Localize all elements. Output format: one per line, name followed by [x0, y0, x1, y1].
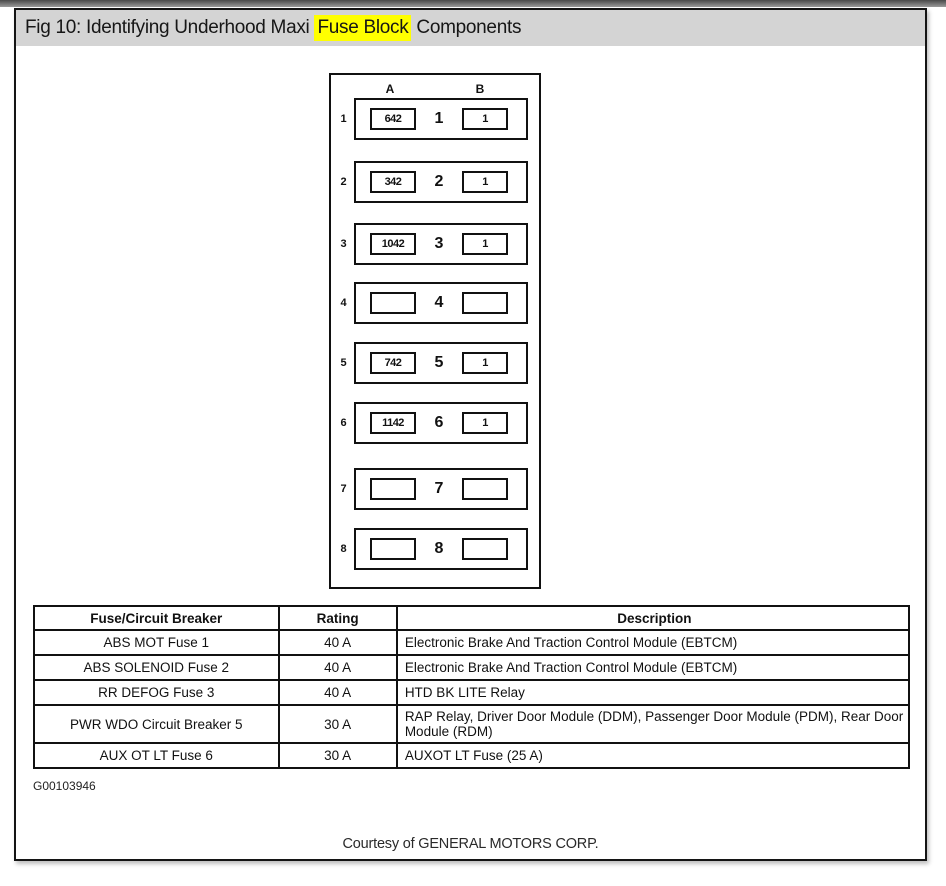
- row-number: 8: [340, 543, 347, 555]
- fuse-rating: 30 A: [277, 704, 398, 744]
- fuse-row-2: 2 342 2 1: [336, 161, 532, 203]
- fuse-slot-a: 642: [370, 108, 416, 130]
- row-number: 4: [340, 297, 347, 309]
- table-header-row: Fuse/Circuit Breaker Rating Description: [33, 605, 911, 631]
- fuse-row-outline: 7: [354, 468, 528, 510]
- fuse-description: Electronic Brake And Traction Control Mo…: [395, 654, 911, 681]
- fuse-rating: 40 A: [277, 679, 398, 706]
- fuse-rating: 40 A: [277, 654, 398, 681]
- fuse-slot-a: [370, 538, 416, 560]
- fuse-row-outline: 4: [354, 282, 528, 324]
- header-description: Description: [395, 605, 911, 631]
- fuse-position-number: 6: [434, 414, 444, 431]
- fuse-slot-a: 742: [370, 352, 416, 374]
- fuse-row-outline: 8: [354, 528, 528, 570]
- fuse-position-number: 5: [434, 354, 444, 371]
- figure-title-bar: Fig 10: Identifying Underhood Maxi Fuse …: [16, 10, 925, 46]
- fuse-row-outline: 742 5 1: [354, 342, 528, 384]
- fuse-name: AUX OT LT Fuse 6: [33, 742, 280, 769]
- row-number: 2: [340, 176, 347, 188]
- figure-title-suffix: Components: [411, 17, 522, 38]
- fuse-slot-b: [462, 292, 508, 314]
- fuse-row-outline: 342 2 1: [354, 161, 528, 203]
- fuse-slot-b: 1: [462, 352, 508, 374]
- column-label-b: B: [475, 82, 485, 96]
- header-rating: Rating: [277, 605, 398, 631]
- fuse-position-number: 7: [434, 480, 444, 497]
- table-row: AUX OT LT Fuse 6 30 A AUXOT LT Fuse (25 …: [33, 742, 911, 769]
- fuse-name: ABS SOLENOID Fuse 2: [33, 654, 280, 681]
- row-number: 3: [340, 238, 347, 250]
- table-row: PWR WDO Circuit Breaker 5 30 A RAP Relay…: [33, 704, 911, 744]
- fuse-position-number: 4: [434, 294, 444, 311]
- table-row: RR DEFOG Fuse 3 40 A HTD BK LITE Relay: [33, 679, 911, 706]
- fuse-slot-b: [462, 478, 508, 500]
- fuse-block-diagram: A B 1 642 1 1 2 342 2 1 3 1042 3 1: [329, 73, 541, 589]
- fuse-position-number: 8: [434, 540, 444, 557]
- fuse-slot-a: [370, 478, 416, 500]
- fuse-row-7: 7 7: [336, 468, 532, 510]
- fuse-row-4: 4 4: [336, 282, 532, 324]
- table-row: ABS SOLENOID Fuse 2 40 A Electronic Brak…: [33, 654, 911, 681]
- row-number: 6: [340, 417, 347, 429]
- fuse-row-6: 6 1142 6 1: [336, 402, 532, 444]
- table-row: ABS MOT Fuse 1 40 A Electronic Brake And…: [33, 629, 911, 656]
- fuse-row-outline: 1042 3 1: [354, 223, 528, 265]
- fuse-row-1: 1 642 1 1: [336, 98, 532, 140]
- fuse-description: AUXOT LT Fuse (25 A): [395, 742, 911, 769]
- fuse-slot-a: [370, 292, 416, 314]
- fuse-row-outline: 642 1 1: [354, 98, 528, 140]
- fuse-row-3: 3 1042 3 1: [336, 223, 532, 265]
- fuse-rating: 30 A: [277, 742, 398, 769]
- fuse-position-number: 1: [434, 110, 444, 127]
- fuse-description: Electronic Brake And Traction Control Mo…: [395, 629, 911, 656]
- fuse-row-outline: 1142 6 1: [354, 402, 528, 444]
- fuse-row-8: 8 8: [336, 528, 532, 570]
- courtesy-credit: Courtesy of GENERAL MOTORS CORP.: [342, 836, 599, 852]
- fuse-name: RR DEFOG Fuse 3: [33, 679, 280, 706]
- fuse-slot-b: 1: [462, 233, 508, 255]
- row-number: 1: [340, 113, 347, 125]
- fuse-position-number: 2: [434, 173, 444, 190]
- row-number: 7: [340, 483, 347, 495]
- fuse-slot-b: 1: [462, 171, 508, 193]
- fuse-description-table: Fuse/Circuit Breaker Rating Description …: [33, 605, 911, 769]
- fuse-name: ABS MOT Fuse 1: [33, 629, 280, 656]
- column-label-a: A: [385, 82, 395, 96]
- fuse-rating: 40 A: [277, 629, 398, 656]
- row-number: 5: [340, 357, 347, 369]
- figure-frame: Fig 10: Identifying Underhood Maxi Fuse …: [14, 8, 927, 861]
- fuse-slot-a: 1042: [370, 233, 416, 255]
- search-highlight: Fuse Block: [314, 15, 412, 41]
- fuse-slot-a: 1142: [370, 412, 416, 434]
- window-edge-strip: [0, 0, 946, 7]
- figure-id-label: G00103946: [33, 779, 96, 793]
- fuse-slot-b: 1: [462, 108, 508, 130]
- fuse-slot-b: [462, 538, 508, 560]
- fuse-row-5: 5 742 5 1: [336, 342, 532, 384]
- figure-title-prefix: Fig 10: Identifying Underhood Maxi: [25, 17, 315, 38]
- fuse-description: HTD BK LITE Relay: [395, 679, 911, 706]
- fuse-slot-a: 342: [370, 171, 416, 193]
- fuse-description: RAP Relay, Driver Door Module (DDM), Pas…: [395, 704, 911, 744]
- fuse-slot-b: 1: [462, 412, 508, 434]
- fuse-position-number: 3: [434, 235, 444, 252]
- fuse-name: PWR WDO Circuit Breaker 5: [33, 704, 280, 744]
- header-fuse-circuit-breaker: Fuse/Circuit Breaker: [33, 605, 280, 631]
